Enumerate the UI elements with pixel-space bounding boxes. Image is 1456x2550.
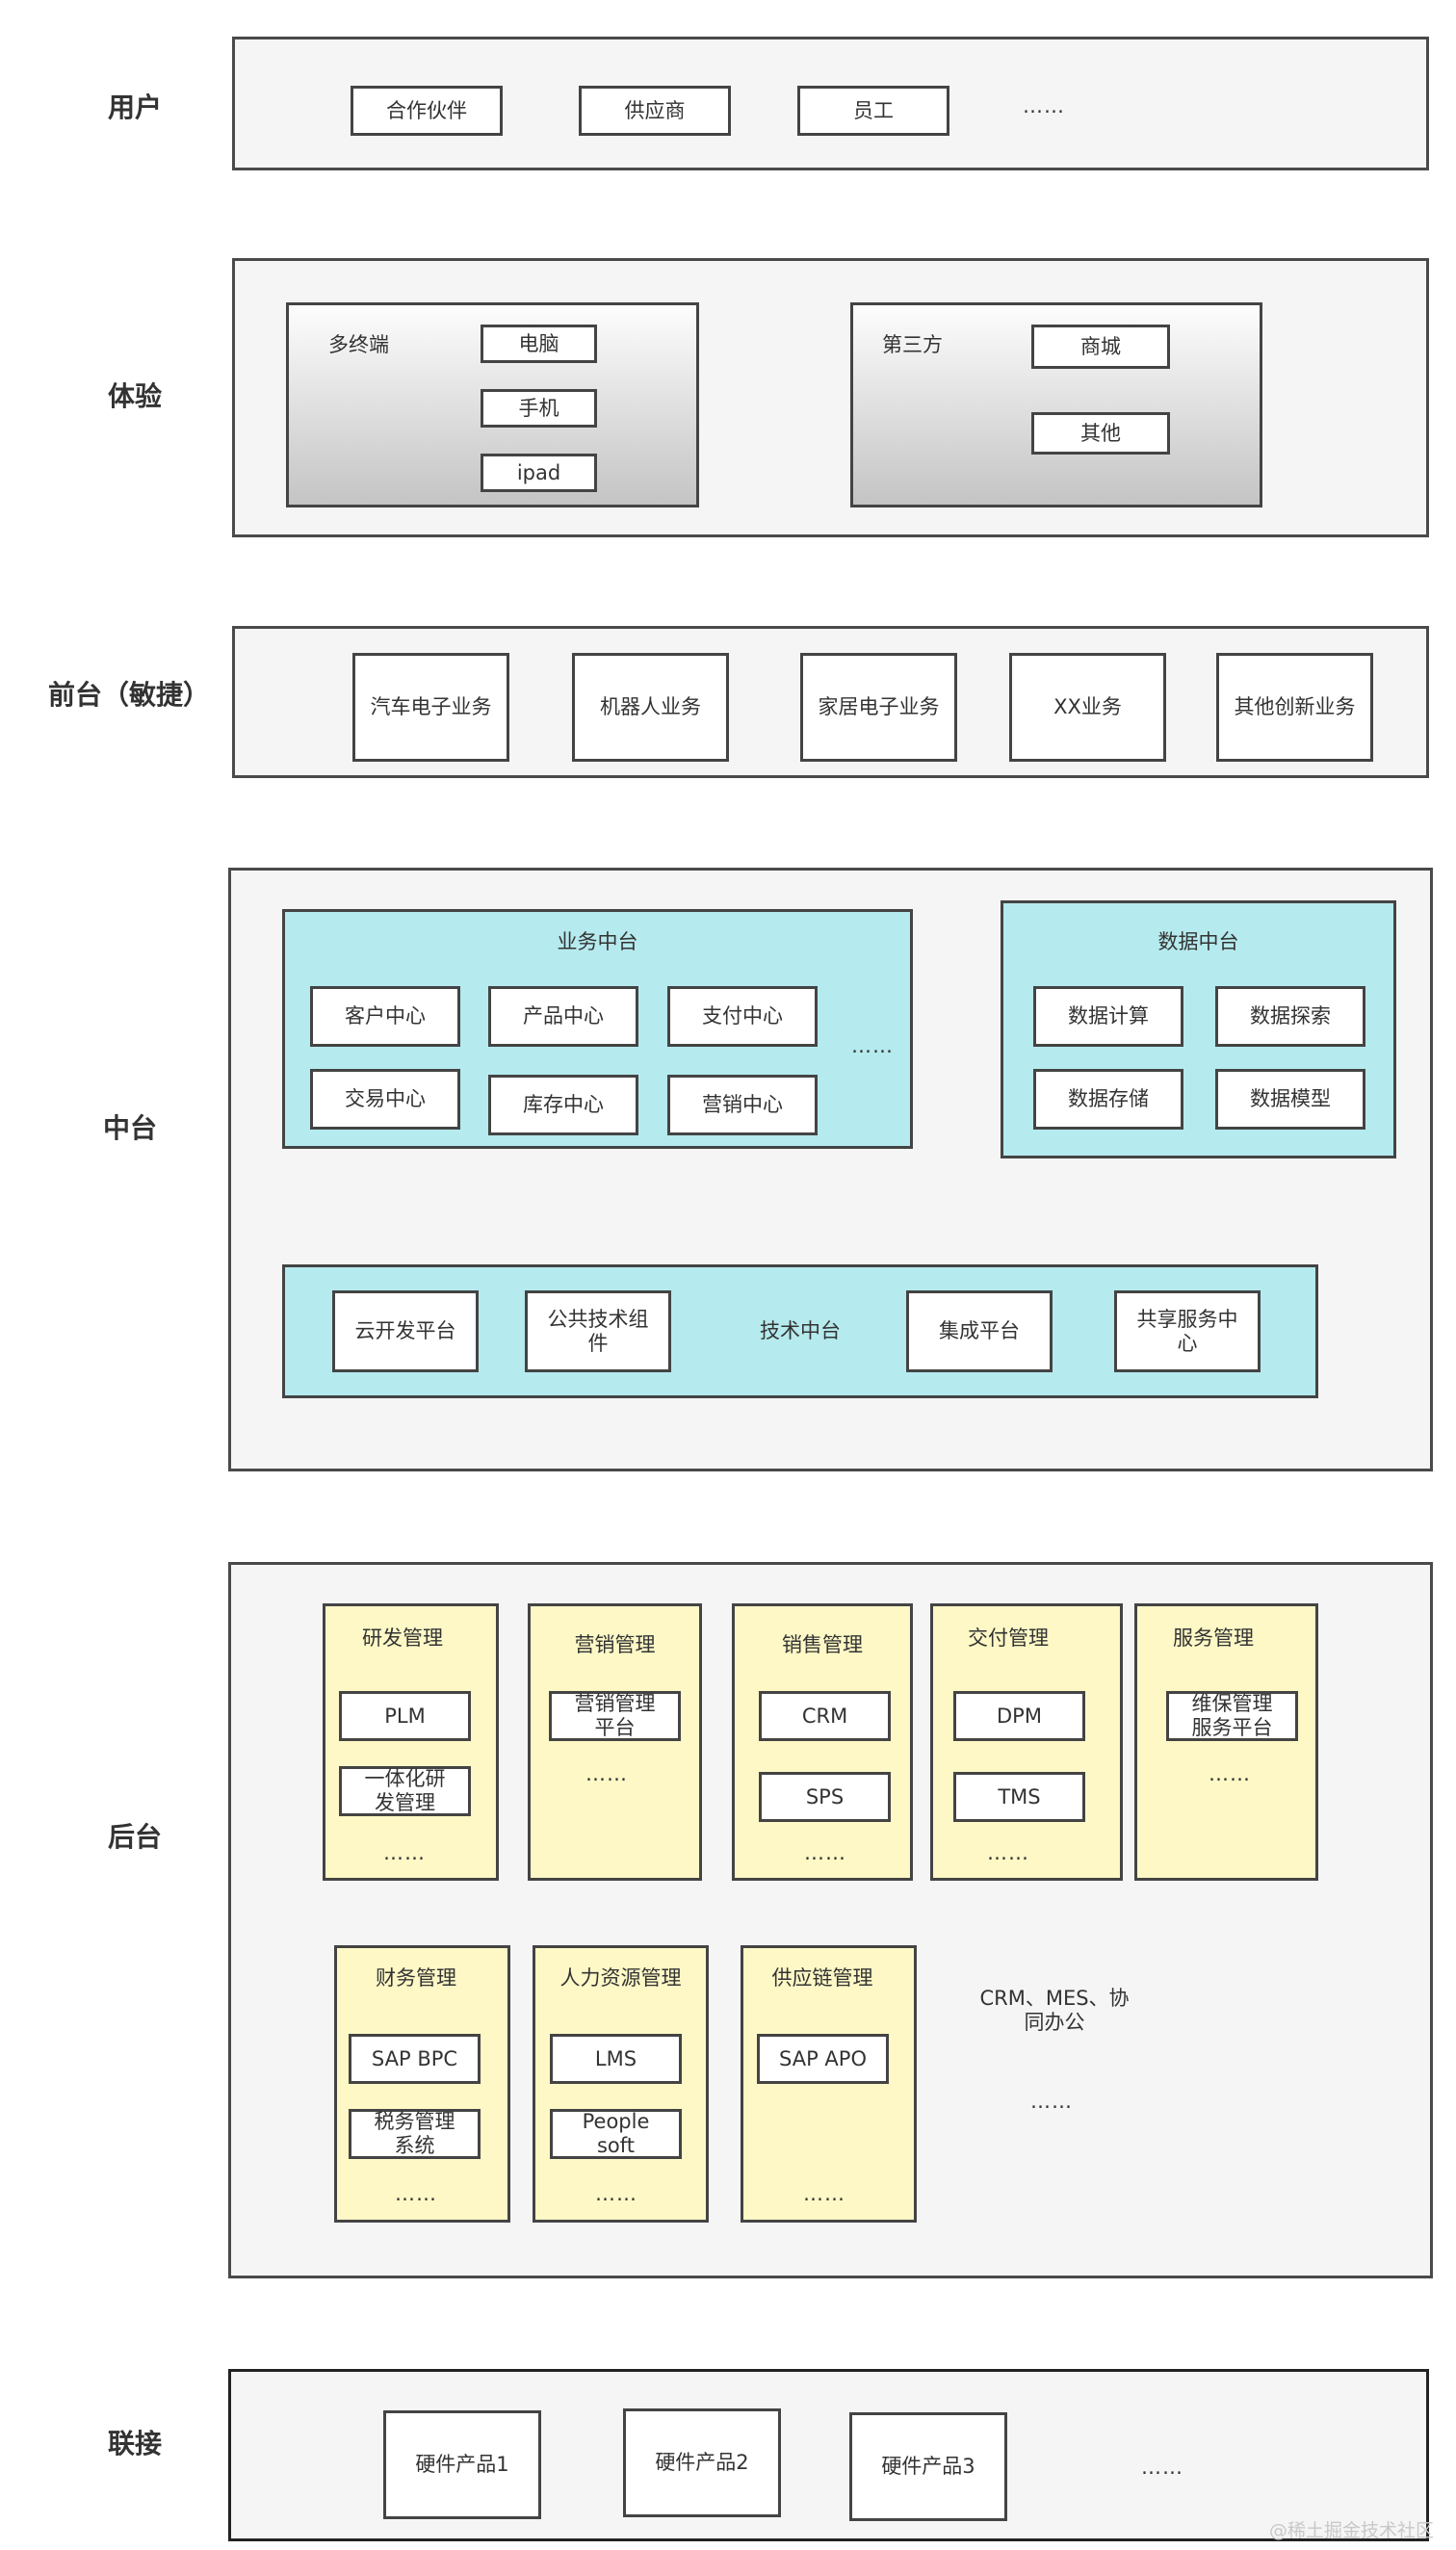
back-supply-title: 供应链管理 bbox=[771, 1966, 873, 1990]
layer-label-user: 用户 bbox=[108, 91, 163, 123]
connect-hardware-3: 硬件产品3 bbox=[849, 2412, 1007, 2521]
data-storage: 数据存储 bbox=[1033, 1069, 1183, 1130]
back-extra-systems: CRM、MES、协同办公 bbox=[979, 1987, 1130, 2034]
back-hr-peoplesoft: People soft bbox=[550, 2109, 682, 2159]
multi-terminal-title: 多终端 bbox=[328, 333, 389, 356]
third-party-title: 第三方 bbox=[882, 333, 943, 356]
business-trade-center: 交易中心 bbox=[310, 1069, 460, 1130]
back-supply-sap-apo: SAP APO bbox=[757, 2034, 889, 2084]
back-delivery-dpm: DPM bbox=[953, 1691, 1085, 1741]
back-finance-sap-bpc: SAP BPC bbox=[349, 2034, 481, 2084]
back-finance-tax: 税务管理系统 bbox=[349, 2109, 481, 2159]
back-sales-crm: CRM bbox=[759, 1691, 891, 1741]
back-finance-more: …… bbox=[395, 2182, 437, 2205]
front-item-xx: XX业务 bbox=[1009, 653, 1166, 762]
terminal-phone: 手机 bbox=[481, 389, 597, 428]
business-marketing-center: 营销中心 bbox=[667, 1075, 818, 1135]
data-explore: 数据探索 bbox=[1215, 986, 1365, 1047]
user-item-supplier: 供应商 bbox=[579, 86, 731, 136]
data-middle-title: 数据中台 bbox=[1157, 930, 1239, 953]
back-hr-lms: LMS bbox=[550, 2034, 682, 2084]
layer-label-connect: 联接 bbox=[108, 2428, 163, 2459]
layer-label-front: 前台（敏捷） bbox=[48, 679, 211, 711]
back-supply-more: …… bbox=[803, 2182, 845, 2205]
business-product-center: 产品中心 bbox=[488, 986, 638, 1047]
third-party-mall: 商城 bbox=[1031, 325, 1170, 369]
back-finance-title: 财务管理 bbox=[376, 1966, 456, 1990]
back-sales-title: 销售管理 bbox=[782, 1633, 863, 1656]
back-marketing-platform: 营销管理平台 bbox=[549, 1691, 681, 1741]
connect-more: …… bbox=[1141, 2456, 1183, 2479]
front-item-innovation: 其他创新业务 bbox=[1216, 653, 1373, 762]
third-party-other: 其他 bbox=[1031, 412, 1170, 455]
back-finance-group bbox=[334, 1945, 510, 2223]
data-compute: 数据计算 bbox=[1033, 986, 1183, 1047]
back-sales-more: …… bbox=[804, 1841, 846, 1864]
business-payment-center: 支付中心 bbox=[667, 986, 818, 1047]
connect-hardware-2: 硬件产品2 bbox=[623, 2408, 781, 2517]
tech-shared-service-center: 共享服务中心 bbox=[1114, 1290, 1261, 1372]
back-hr-group bbox=[533, 1945, 709, 2223]
back-delivery-group bbox=[930, 1603, 1123, 1881]
back-marketing-title: 营销管理 bbox=[574, 1633, 656, 1656]
terminal-ipad: ipad bbox=[481, 454, 597, 492]
layer-label-middle: 中台 bbox=[103, 1112, 158, 1144]
back-delivery-tms: TMS bbox=[953, 1772, 1085, 1822]
business-inventory-center: 库存中心 bbox=[488, 1075, 638, 1135]
back-service-more: …… bbox=[1209, 1762, 1251, 1785]
back-sales-group bbox=[732, 1603, 913, 1881]
back-rd-group bbox=[323, 1603, 499, 1881]
tech-middle-title: 技术中台 bbox=[760, 1319, 841, 1342]
back-service-title: 服务管理 bbox=[1173, 1626, 1254, 1650]
back-delivery-title: 交付管理 bbox=[968, 1626, 1049, 1650]
tech-common-components: 公共技术组件 bbox=[525, 1290, 671, 1372]
layer-label-back: 后台 bbox=[108, 1821, 163, 1853]
layer-label-experience: 体验 bbox=[108, 380, 163, 412]
back-extra-more: …… bbox=[1030, 2090, 1073, 2113]
tech-cloud-dev-platform: 云开发平台 bbox=[332, 1290, 479, 1372]
tech-integration-platform: 集成平台 bbox=[906, 1290, 1053, 1372]
back-sales-sps: SPS bbox=[759, 1772, 891, 1822]
back-service-maintenance: 维保管理服务平台 bbox=[1166, 1691, 1298, 1741]
back-hr-more: …… bbox=[595, 2182, 637, 2205]
back-rd-plm: PLM bbox=[339, 1691, 471, 1741]
back-marketing-more: …… bbox=[585, 1762, 628, 1785]
data-model: 数据模型 bbox=[1215, 1069, 1365, 1130]
front-item-home: 家居电子业务 bbox=[800, 653, 957, 762]
front-item-auto: 汽车电子业务 bbox=[352, 653, 509, 762]
user-more: …… bbox=[1023, 94, 1065, 117]
user-item-partner: 合作伙伴 bbox=[351, 86, 503, 136]
business-middle-title: 业务中台 bbox=[557, 930, 638, 953]
back-rd-title: 研发管理 bbox=[362, 1626, 443, 1650]
back-rd-more: …… bbox=[383, 1841, 426, 1864]
back-rd-integrated: 一体化研发管理 bbox=[339, 1766, 471, 1816]
connect-hardware-1: 硬件产品1 bbox=[383, 2410, 541, 2519]
back-delivery-more: …… bbox=[987, 1841, 1029, 1864]
user-item-employee: 员工 bbox=[797, 86, 949, 136]
watermark: @稀土掘金技术社区 bbox=[1269, 2520, 1435, 2541]
business-customer-center: 客户中心 bbox=[310, 986, 460, 1047]
business-more: …… bbox=[851, 1034, 894, 1057]
back-supply-group bbox=[741, 1945, 917, 2223]
back-marketing-group bbox=[528, 1603, 702, 1881]
front-item-robot: 机器人业务 bbox=[572, 653, 729, 762]
back-service-group bbox=[1134, 1603, 1318, 1881]
terminal-pc: 电脑 bbox=[481, 325, 597, 363]
back-hr-title: 人力资源管理 bbox=[559, 1966, 682, 1990]
